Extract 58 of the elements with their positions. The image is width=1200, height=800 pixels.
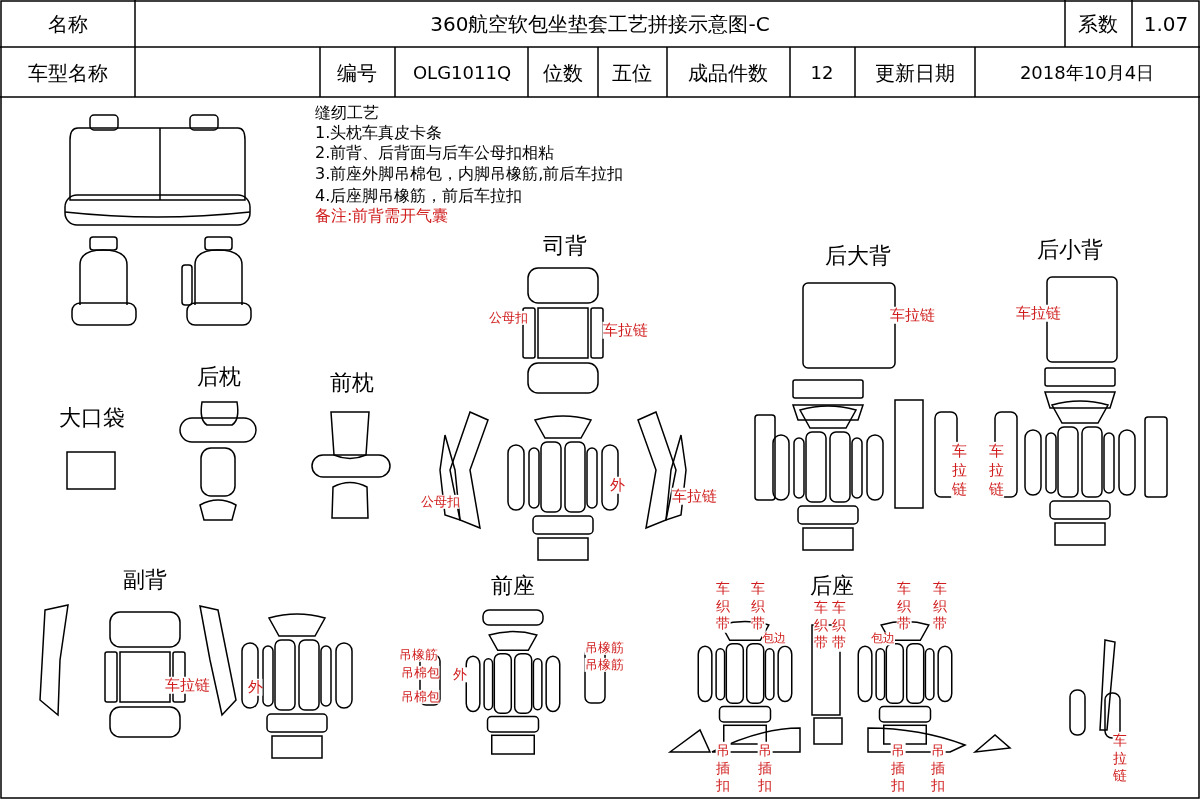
sewing-label: 车拉链: [671, 487, 717, 505]
header-cell: 更新日期: [875, 62, 955, 84]
section-title: 后大背: [825, 243, 891, 269]
sewing-label: 公母扣: [420, 494, 460, 510]
section-title: 前座: [491, 573, 535, 599]
sewing-label: 包边: [871, 632, 895, 646]
note-line: 3.前座外脚吊棉包，内脚吊橡筋,前后车拉扣: [315, 165, 624, 183]
header-cell: 成品件数: [688, 62, 768, 84]
header-cell: 位数: [543, 62, 583, 84]
section-title: 大口袋: [59, 405, 125, 431]
sewing-label: 吊插扣: [715, 741, 731, 795]
sewing-label: 吊棉包: [400, 689, 440, 705]
sewing-label: 吊橡筋: [584, 640, 624, 656]
sewing-label: 车织带: [813, 598, 829, 652]
header-cell: 编号: [337, 62, 377, 84]
header-cell: 2018年10月4日: [1019, 63, 1155, 83]
section-title: 后枕: [197, 364, 241, 390]
sewing-label: 吊橡筋: [398, 647, 438, 663]
note-line: 1.头枕车真皮卡条: [315, 124, 443, 142]
remark-text: 备注:前背需开气囊: [315, 207, 449, 225]
sewing-label: 车织带: [932, 579, 948, 633]
note-heading: 缝纫工艺: [315, 104, 379, 122]
note-line: 4.后座脚吊橡筋，前后车拉扣: [315, 187, 523, 205]
sewing-label: 车拉链: [1015, 304, 1061, 322]
sewing-label: 吊插扣: [930, 741, 946, 795]
sewing-label: 车拉链: [1112, 731, 1128, 785]
sewing-label: 外: [247, 678, 263, 696]
sewing-label: 车织带: [831, 598, 847, 652]
section-title: 后小背: [1037, 237, 1103, 263]
header-cell: 系数: [1078, 13, 1118, 35]
sewing-label: 车拉链: [988, 441, 1004, 499]
sewing-label: 车织带: [750, 579, 766, 633]
sewing-label: 包边: [762, 632, 786, 646]
sewing-label: 车织带: [896, 579, 912, 633]
sewing-label: 车拉链: [164, 676, 210, 694]
sewing-label: 车织带: [715, 579, 731, 633]
sewing-label: 公母扣: [488, 310, 528, 326]
section-title: 后座: [810, 573, 854, 599]
section-title: 副背: [123, 567, 167, 593]
sewing-label: 外: [453, 667, 467, 683]
header-cell: OLG1011Q: [412, 63, 512, 83]
header-cell: 车型名称: [28, 62, 108, 84]
sewing-label: 车拉链: [889, 306, 935, 324]
header-cell: 名称: [48, 13, 88, 35]
section-title: 司背: [543, 233, 587, 259]
header-cell: 五位: [612, 62, 652, 84]
header-cell: 1.07: [1143, 13, 1189, 35]
header-cell: 12: [810, 63, 834, 83]
section-title: 前枕: [330, 370, 374, 396]
title: 360航空软包坐垫套工艺拼接示意图-C: [430, 13, 770, 35]
sewing-label: 吊棉包: [400, 665, 440, 681]
sewing-label: 吊插扣: [757, 741, 773, 795]
sewing-label: 车拉链: [951, 441, 967, 499]
sewing-label: 吊插扣: [890, 741, 906, 795]
sewing-label: 吊橡筋: [584, 657, 624, 673]
note-line: 2.前背、后背面与后车公母扣相粘: [315, 144, 555, 162]
sewing-label: 外: [609, 476, 625, 494]
sewing-label: 车拉链: [602, 321, 648, 339]
